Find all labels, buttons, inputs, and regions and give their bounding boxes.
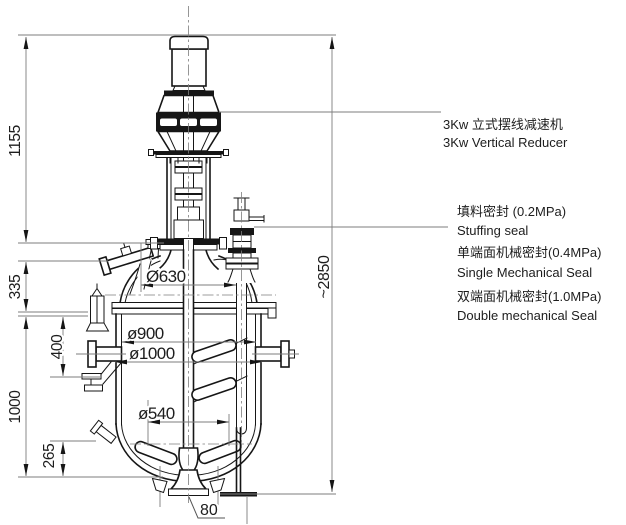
label-reducer-zh: 3Kw 立式摆线减速机: [443, 117, 563, 132]
drawing-line: [183, 250, 194, 448]
drawing-line: [180, 118, 197, 126]
dim-height-400: 400: [47, 317, 68, 376]
label-stuffing-seal-zh: 填料密封 (0.2MPa): [457, 204, 566, 219]
dim-text-400: 400: [49, 334, 66, 359]
top-head: [119, 254, 258, 304]
callout-labels: 3Kw 立式摆线减速机 3Kw Vertical Reducer 填料密封 (0…: [219, 111, 601, 323]
drawing-line: [134, 440, 178, 466]
drawing-line: [191, 377, 237, 401]
drawing-line: [157, 249, 172, 271]
label-double-mech-seal-zh: 双端面机械密封(1.0MPa): [457, 289, 601, 304]
motor: [164, 35, 214, 96]
drawing-line: [200, 130, 211, 152]
angled-nozzle: [98, 242, 155, 295]
drawing-line: [227, 268, 234, 283]
drawing-line: [84, 384, 103, 392]
drawing-line: [91, 287, 103, 297]
dim-dia-1000: ø1000: [115, 342, 262, 365]
drawing-line: [136, 259, 152, 292]
label-reducer-en: 3Kw Vertical Reducer: [443, 135, 568, 150]
dim-text-1000: 1000: [7, 390, 24, 424]
drawing-line: [85, 322, 110, 332]
label-single-mech-seal-en: Single Mechanical Seal: [457, 265, 592, 280]
motor-cap: [169, 35, 209, 50]
dimensions: 1155 335 400 1000 265 ~2850 Ø630 ø900: [5, 34, 336, 521]
dim-text-1155: 1155: [7, 125, 24, 157]
drawing-line: [148, 247, 153, 259]
label-double-mech-seal-en: Double mechanical Seal: [457, 308, 597, 323]
dim-dia-540: ø540: [136, 402, 229, 425]
drawing-line: [219, 237, 227, 250]
drawing-line: [225, 263, 259, 270]
drawing-line: [81, 373, 102, 380]
dim-text-900: ø900: [127, 324, 164, 343]
motor-flange: [164, 90, 214, 96]
dim-text-dia1000: ø1000: [129, 344, 175, 363]
dim-height-1000: 1000: [5, 317, 29, 476]
drawing-line: [230, 228, 254, 235]
drawing-line: [102, 362, 122, 385]
drawing-line: [223, 149, 229, 156]
drawing-line: [188, 496, 225, 519]
dim-text-2850: ~2850: [316, 255, 333, 298]
mid-impeller-blade: [191, 377, 237, 401]
drawing-line: [119, 255, 161, 304]
dim-height-335: 335: [5, 262, 29, 311]
drawing-line: [200, 118, 217, 126]
drawing-line: [232, 252, 252, 259]
bottom-impeller-blade: [134, 440, 178, 466]
flange-clamp: [267, 307, 277, 319]
jacket-drain-nozzle: [89, 419, 117, 445]
stuffing-box-assembly: [225, 197, 265, 435]
drawing-line: [124, 260, 161, 304]
bottom-lug: [151, 477, 168, 494]
nozzle-flange: [225, 257, 259, 264]
drawing-line: [166, 130, 177, 152]
dim-height-265: 265: [39, 442, 66, 476]
reducer: [148, 94, 229, 164]
dim-text-630: Ø630: [146, 267, 186, 286]
dim-text-335: 335: [7, 275, 24, 300]
dim-dia-900: ø900: [122, 322, 256, 345]
dim-dia-630: Ø630: [141, 265, 236, 288]
dim-overall-height-2850: ~2850: [314, 37, 335, 492]
left-support-bracket: [81, 361, 122, 392]
drawing-line: [249, 268, 256, 283]
head-lifting-lug: [85, 283, 110, 332]
drawing-line: [148, 149, 154, 156]
label-stuffing-seal-en: Stuffing seal: [457, 223, 528, 238]
drawing-line: [89, 419, 104, 435]
drawing-line: [160, 118, 177, 126]
label-single-mech-seal-zh: 单端面机械密封(0.4MPa): [457, 245, 601, 260]
dim-text-540: ø540: [138, 404, 175, 423]
drawing-line: [157, 247, 160, 259]
drawing-line: [205, 249, 220, 271]
dim-bottom-outlet-80: 80: [188, 496, 225, 521]
drawing-line: [123, 242, 126, 249]
drawing-line: [129, 263, 141, 295]
gland-flange: [228, 248, 256, 253]
dim-text-265: 265: [41, 444, 58, 469]
shell-and-jacket: [115, 313, 262, 426]
bottom-lug: [209, 477, 226, 494]
dim-height-1155: 1155: [5, 37, 29, 242]
dim-text-80: 80: [200, 502, 218, 519]
motor-body: [171, 48, 207, 87]
